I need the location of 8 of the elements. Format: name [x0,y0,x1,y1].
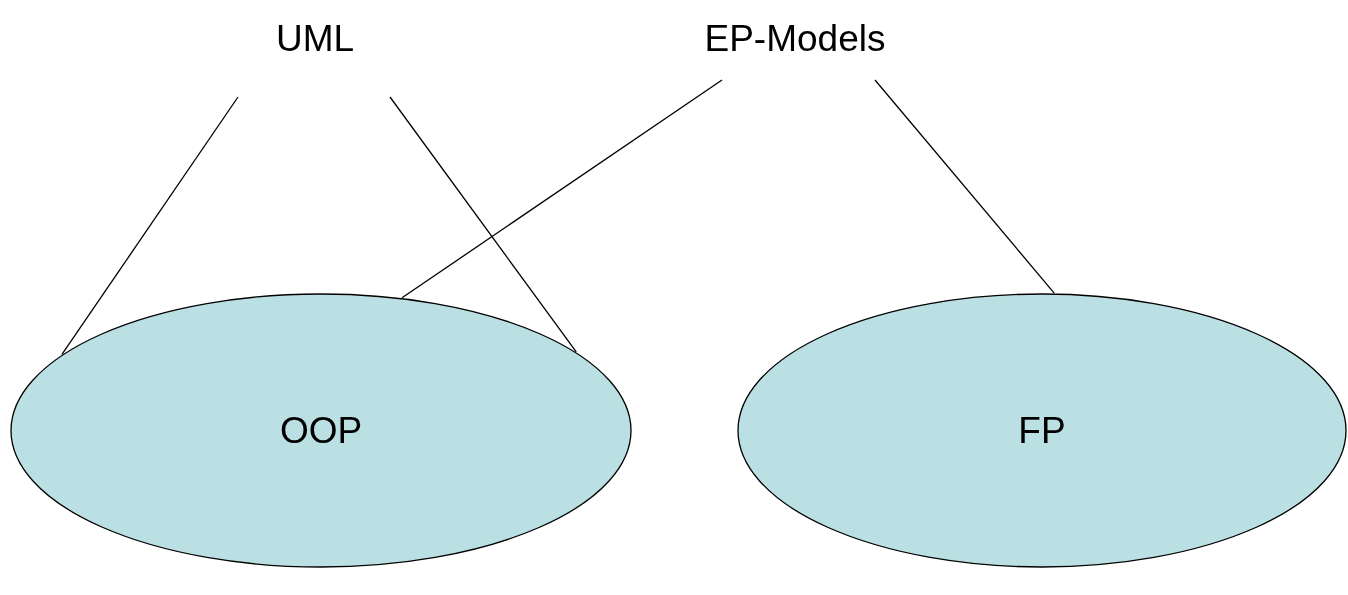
node-label: OOP [279,409,363,452]
connector-line [874,79,1055,294]
connector-line [61,96,239,356]
connector-line [389,96,577,353]
concept-label: EP-Models [704,18,886,60]
concept-label: UML [275,18,355,60]
connector-line [401,79,723,299]
node-label: FP [1018,409,1066,452]
